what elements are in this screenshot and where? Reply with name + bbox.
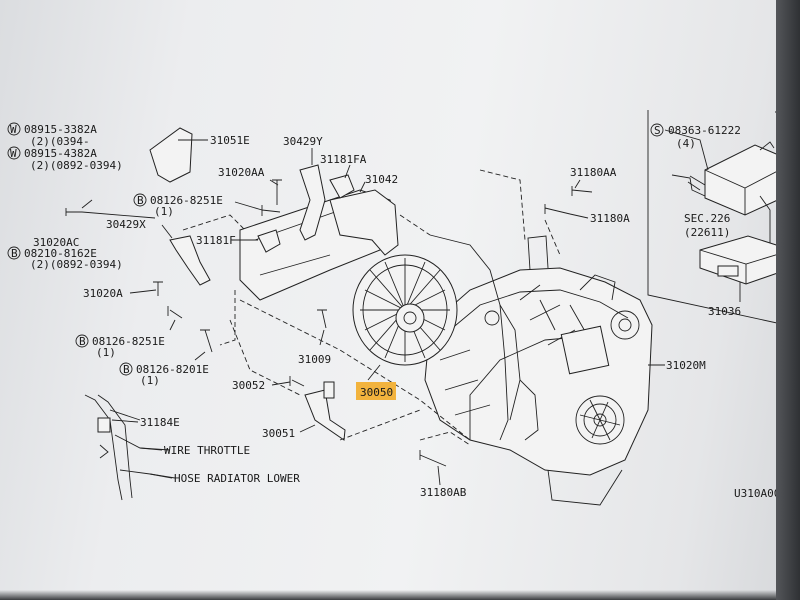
part-label-31180a: 31180A bbox=[590, 212, 630, 225]
bracket-30429x bbox=[169, 235, 211, 286]
figure-code: U310A006 bbox=[734, 487, 787, 500]
part-label-31181fa: 31181FA bbox=[320, 153, 367, 166]
bolt-08126-8201e bbox=[200, 329, 213, 353]
part-label-31184e: 31184E bbox=[140, 416, 180, 429]
svg-text:B: B bbox=[11, 247, 18, 260]
bolt-31009 bbox=[317, 309, 327, 329]
bolt-08126-8251e-top bbox=[261, 205, 281, 216]
marker-w-2: W bbox=[7, 146, 21, 160]
part-label-31180ab: 31180AB bbox=[420, 486, 467, 499]
svg-text:S: S bbox=[654, 124, 661, 137]
bolt-31180a bbox=[544, 204, 571, 215]
svg-text:W: W bbox=[10, 123, 17, 136]
svg-text:W: W bbox=[10, 147, 17, 160]
monitor-bezel-bottom bbox=[0, 590, 800, 600]
part-label-30429x: 30429X bbox=[106, 218, 146, 231]
dipstick-tube bbox=[429, 234, 509, 441]
part-label-31020a: 31020A bbox=[83, 287, 123, 300]
guide-lines bbox=[182, 214, 246, 231]
marker-b-3: B bbox=[75, 334, 89, 348]
part-label-31180aa: 31180AA bbox=[570, 166, 617, 179]
marker-b-2: B bbox=[133, 193, 147, 207]
bracket-31181fa bbox=[329, 174, 355, 199]
note-sec226: SEC.226 bbox=[684, 212, 730, 225]
part-label-31009: 31009 bbox=[298, 353, 331, 366]
dipstick-ring bbox=[484, 310, 500, 326]
marker-b-4: B bbox=[119, 362, 133, 376]
bolt-31180aa bbox=[571, 186, 593, 196]
part-label-31181f: 31181F bbox=[196, 234, 236, 247]
spec-08363-61222-qty: (4) bbox=[676, 137, 696, 150]
bolt-31180ab bbox=[419, 450, 447, 467]
spec-08210-8162e-qty: (2)(0892-0394) bbox=[30, 258, 123, 271]
bracket-30429y bbox=[299, 164, 326, 241]
note-wire-throttle: WIRE THROTTLE bbox=[164, 444, 250, 457]
svg-text:B: B bbox=[79, 335, 86, 348]
sensor-30051 bbox=[304, 381, 346, 441]
svg-text:B: B bbox=[137, 194, 144, 207]
part-label-31042: 31042 bbox=[365, 173, 398, 186]
part-label-31020m: 31020M bbox=[666, 359, 706, 372]
spec-08210-8162e: 08210-8162E bbox=[24, 247, 97, 260]
monitor-bezel-right bbox=[776, 0, 800, 600]
hose-radiator-lower-and-wire bbox=[84, 394, 176, 501]
part-label-30050: 30050 bbox=[360, 386, 393, 399]
bracket-31181f bbox=[257, 229, 281, 253]
spec-08915-3382a-qty: (2)(0394- bbox=[30, 135, 90, 148]
note-hose-radiator-lower: HOSE RADIATOR LOWER bbox=[174, 472, 300, 485]
marker-w-1: W bbox=[7, 122, 21, 136]
part-30050-highlight bbox=[356, 382, 396, 400]
part-label-30429y: 30429Y bbox=[283, 135, 323, 148]
spec-08126-8251e: 08126-8251E bbox=[92, 335, 165, 348]
spec-08915-4382a-qty: (2)(0892-0394) bbox=[30, 159, 123, 172]
spec-08915-3382a: 08915-3382A bbox=[24, 123, 97, 136]
part-label-30051: 30051 bbox=[262, 427, 295, 440]
marker-b-1: B bbox=[7, 246, 21, 260]
detail-box-border bbox=[647, 110, 800, 329]
bolt-30052 bbox=[289, 376, 305, 387]
part-label-31036: 31036 bbox=[708, 305, 741, 318]
part-label-30052: 30052 bbox=[232, 379, 265, 392]
bracket-31042 bbox=[329, 189, 399, 256]
part-label-31020aa: 31020AA bbox=[218, 166, 265, 179]
marker-s-1: S bbox=[650, 123, 664, 137]
spec-08915-4382a: 08915-4382A bbox=[24, 147, 97, 160]
part-label-31020ac: 31020AC bbox=[33, 236, 79, 249]
note-sec226-ref: (22611) bbox=[684, 226, 730, 239]
bolt-31020a bbox=[153, 281, 163, 296]
bracket-31051e bbox=[149, 127, 193, 183]
bolt-31020aa bbox=[272, 179, 282, 205]
spec-08126-8251e-top-qty: (1) bbox=[154, 205, 174, 218]
bolt-31020ac bbox=[65, 208, 82, 216]
spec-08126-8201e-qty: (1) bbox=[140, 374, 160, 387]
part-label-31051e: 31051E bbox=[210, 134, 250, 147]
bolt-08126-8251e bbox=[167, 306, 183, 319]
svg-text:B: B bbox=[123, 363, 130, 376]
spec-08126-8201e: 08126-8201E bbox=[136, 363, 209, 376]
transaxle-assembly bbox=[424, 235, 653, 506]
spec-08126-8251e-qty: (1) bbox=[96, 346, 116, 359]
spec-08126-8251e-top: 08126-8251E bbox=[150, 194, 223, 207]
torque-converter bbox=[352, 254, 458, 366]
spec-08363-61222: 08363-61222 bbox=[668, 124, 741, 137]
